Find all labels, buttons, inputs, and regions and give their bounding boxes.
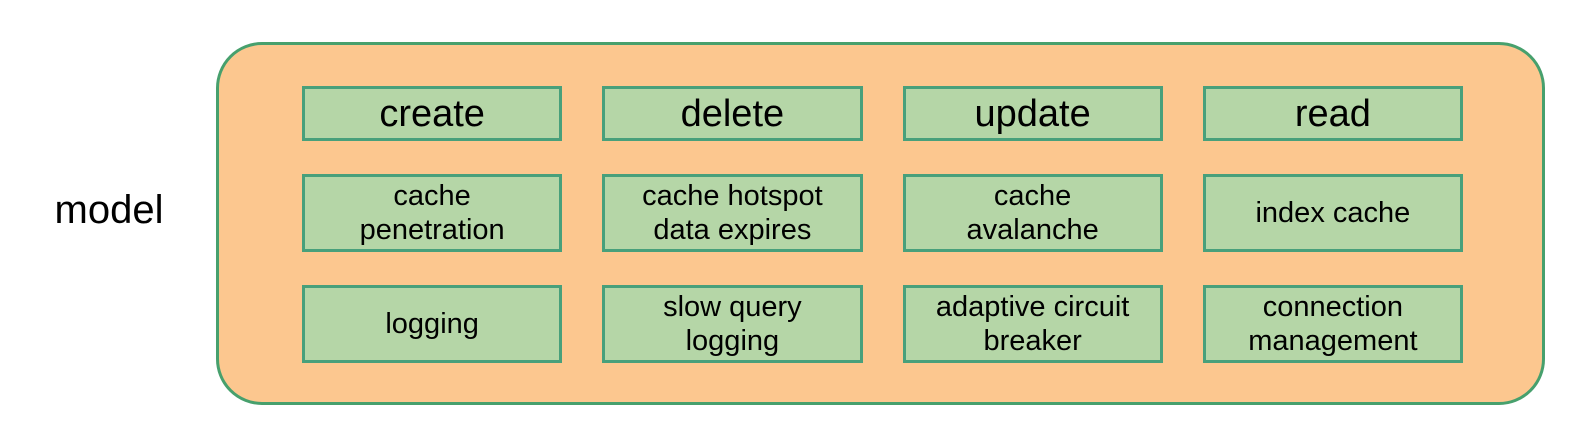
- capability-box-update[interactable]: update: [902, 86, 1163, 141]
- capability-box-cache-hotspot-data-expires[interactable]: cache hotspot data expires: [602, 174, 863, 252]
- capability-box-label: cache avalanche: [966, 180, 1099, 246]
- capability-box-logging[interactable]: logging: [302, 285, 563, 363]
- capability-box-label: delete: [680, 92, 785, 135]
- capability-box-cache-avalanche[interactable]: cache avalanche: [902, 174, 1163, 252]
- capability-box-slow-query-logging[interactable]: slow query logging: [602, 285, 863, 363]
- capability-box-adaptive-circuit-breaker[interactable]: adaptive circuit breaker: [902, 285, 1163, 363]
- capability-grid: create delete update read cache penetrat…: [302, 86, 1463, 363]
- capability-box-connection-management[interactable]: connection management: [1202, 285, 1463, 363]
- capability-box-cache-penetration[interactable]: cache penetration: [302, 174, 563, 252]
- capability-box-label: update: [974, 92, 1091, 135]
- model-group-container: create delete update read cache penetrat…: [216, 42, 1545, 405]
- capability-box-label: create: [379, 92, 485, 135]
- capability-box-label: adaptive circuit breaker: [935, 291, 1130, 357]
- capability-box-read[interactable]: read: [1202, 86, 1463, 141]
- model-group-label: model: [54, 188, 164, 232]
- capability-box-label: read: [1294, 92, 1371, 135]
- capability-box-delete[interactable]: delete: [602, 86, 863, 141]
- capability-box-label: cache hotspot data expires: [642, 180, 823, 246]
- capability-box-create[interactable]: create: [302, 86, 563, 141]
- capability-box-label: slow query logging: [663, 291, 802, 357]
- capability-box-label: index cache: [1255, 197, 1411, 229]
- capability-box-label: cache penetration: [359, 180, 505, 246]
- capability-box-label: connection management: [1248, 291, 1418, 357]
- capability-box-label: logging: [385, 308, 479, 340]
- capability-box-index-cache[interactable]: index cache: [1202, 174, 1463, 252]
